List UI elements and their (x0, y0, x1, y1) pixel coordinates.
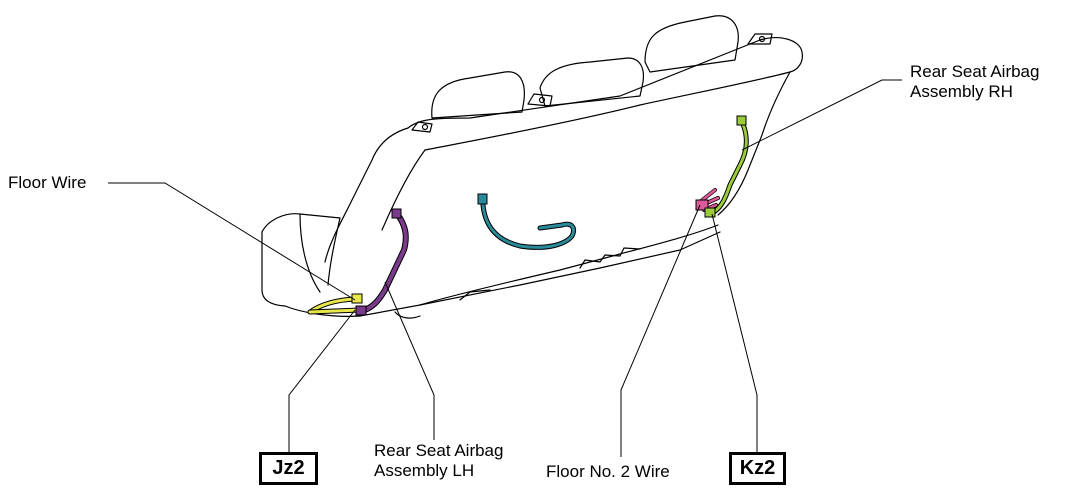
label-lh-line2: Assembly LH (374, 461, 475, 480)
rh-harness (704, 115, 749, 218)
connector-code-jz2: Jz2 (259, 452, 318, 485)
label-floor-no2-wire: Floor No. 2 Wire (546, 462, 670, 481)
leader-rh (741, 79, 902, 151)
leader-lh (384, 281, 435, 440)
connector-code-kz2: Kz2 (729, 452, 786, 485)
leader-floor-wire (108, 182, 356, 301)
lh-harness (355, 208, 409, 316)
label-rh-line1: Rear Seat Airbag (910, 62, 1040, 81)
leader-jz2 (288, 309, 356, 452)
leader-kz2 (711, 213, 758, 452)
label-rh-line2: Assembly RH (910, 82, 1013, 101)
seat-outline (261, 15, 803, 319)
label-lh-line1: Rear Seat Airbag (374, 441, 504, 460)
floor-wire-harness (307, 293, 363, 315)
leader-floor-no2 (620, 204, 701, 457)
center-harness (477, 193, 577, 250)
leader-lines (108, 79, 902, 457)
label-floor-wire: Floor Wire (8, 173, 87, 192)
